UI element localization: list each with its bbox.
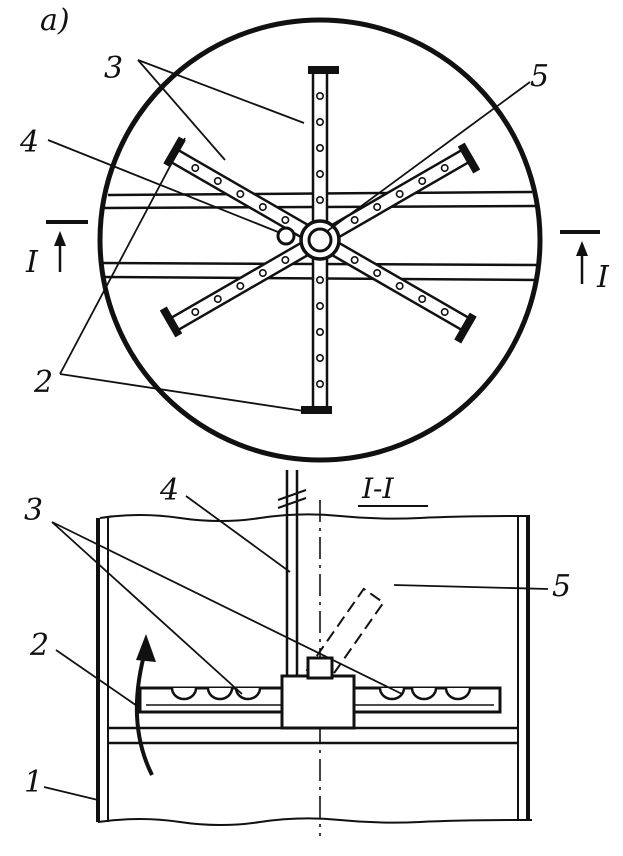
spray-hole [315, 380, 325, 389]
plan-view: a) I I [19, 3, 610, 463]
arm-tip-nozzle [457, 142, 481, 174]
spray-hole [191, 308, 200, 317]
callout-bottom-5: 5 [552, 569, 571, 604]
spray-hole [236, 189, 245, 198]
section-support-beam [108, 726, 518, 745]
callout-top-5: 5 [530, 59, 549, 94]
spray-hole [315, 91, 325, 100]
inlet-pipe [276, 226, 296, 246]
spray-hole [315, 196, 325, 205]
spray-hole [213, 176, 222, 185]
spray-hole [315, 301, 325, 310]
spray-hole [315, 143, 325, 152]
spray-hole [213, 295, 222, 304]
callout-bottom-2: 2 [29, 628, 49, 663]
section-hub [280, 656, 356, 730]
spray-hole [315, 170, 325, 179]
spray-hole [281, 216, 290, 225]
spray-hole [395, 282, 404, 291]
spray-arm [301, 254, 332, 414]
break-lines [97, 513, 533, 826]
callout-bottom-4: 4 [159, 473, 179, 508]
spray-arm [328, 142, 481, 240]
arm-tip-nozzle [308, 66, 339, 74]
arm-tip-nozzle [163, 136, 186, 168]
spray-hole [315, 275, 325, 284]
spray-arm [163, 136, 312, 240]
spray-hole [258, 268, 267, 277]
spray-hole [440, 308, 449, 317]
callout-bottom-1: 1 [24, 765, 43, 800]
leader-lines-top [47, 59, 531, 412]
section-mark-right: I [596, 260, 610, 295]
section-marker-left: I [25, 220, 88, 280]
spray-hole [395, 189, 404, 198]
section-marker-right: I [560, 230, 610, 295]
callout-top-2: 2 [33, 365, 53, 400]
spray-arm [308, 66, 339, 226]
arm-tip-nozzle [301, 406, 332, 414]
arm-nozzles [170, 687, 472, 701]
spray-hole [258, 203, 267, 212]
tank-walls [96, 516, 530, 822]
spray-hole [418, 176, 427, 185]
spray-hole [281, 255, 290, 264]
section-title: I-I [361, 472, 395, 505]
spray-hole [418, 295, 427, 304]
section-mark-left: I [25, 245, 39, 280]
spray-hole [191, 163, 200, 172]
rotation-arrow [135, 634, 156, 776]
spray-arm [328, 240, 477, 344]
spray-hole [373, 203, 382, 212]
spray-hole [236, 282, 245, 291]
spray-hole [315, 328, 325, 337]
callout-top-4: 4 [19, 125, 39, 160]
leader-lines-bottom [43, 495, 549, 801]
spray-hole [373, 268, 382, 277]
spray-hole [315, 117, 325, 126]
spray-hole [350, 216, 359, 225]
spray-arm [159, 240, 312, 338]
spray-hole [350, 255, 359, 264]
tank-outline [97, 17, 543, 463]
callout-bottom-3: 3 [24, 493, 43, 528]
callout-top-3: 3 [104, 51, 123, 86]
spray-hole [315, 354, 325, 363]
arm-tip-nozzle [159, 306, 183, 338]
spray-hole [440, 163, 449, 172]
arm-tip-nozzle [454, 312, 477, 344]
section-view: I-I [24, 470, 571, 836]
panel-label: a) [40, 3, 70, 38]
